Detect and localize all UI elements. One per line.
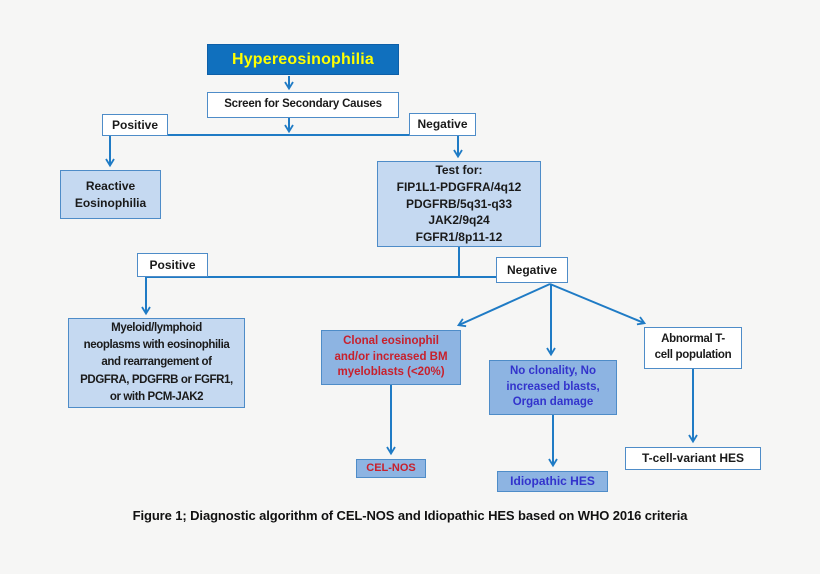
node-line: FIP1L1-PDGFRA/4q12 (396, 179, 522, 194)
node-cel-nos: CEL-NOS (356, 459, 426, 478)
node-test-for: Test for: FIP1L1-PDGFRA/4q12 PDGFRB/5q31… (377, 161, 541, 247)
node-line: or with PCM-JAK2 (109, 390, 204, 403)
node-clonal-eosinophil: Clonal eosinophil and/or increased BM my… (321, 330, 461, 385)
node-label: CEL-NOS (366, 462, 416, 475)
branch-label: Negative (506, 262, 558, 277)
node-reactive-eosinophilia: Reactive Eosinophilia (60, 170, 161, 219)
node-line: myeloblasts (<20%) (337, 366, 445, 379)
node-line: Test for: (435, 163, 483, 177)
node-line: increased blasts, (506, 380, 600, 393)
node-tcell-variant-hes: T-cell-variant HES (625, 447, 761, 470)
node-hypereosinophilia: Hypereosinophilia (207, 44, 399, 75)
branch1-positive-label: Positive (102, 114, 168, 136)
node-label: Idiopathic HES (510, 474, 595, 489)
arrow-negative2-to-abnormal (549, 283, 647, 326)
node-line: Organ damage (512, 396, 594, 409)
node-line: No clonality, No (509, 365, 597, 378)
node-line: Myeloid/lymphoid (111, 321, 202, 334)
node-line: Abnormal T- (661, 333, 725, 346)
branch-label: Negative (417, 117, 468, 132)
branch1-negative-label: Negative (409, 113, 476, 136)
node-line: and rearrangement of (101, 356, 212, 369)
node-abnormal-tcell-population: Abnormal T- cell population (644, 327, 742, 369)
node-label: T-cell-variant HES (641, 451, 745, 466)
node-line: cell population (654, 349, 732, 361)
node-idiopathic-hes: Idiopathic HES (497, 471, 608, 492)
node-line: JAK2/9q24 (428, 213, 490, 228)
node-label: Hypereosinophilia (231, 50, 375, 68)
figure-caption: Figure 1; Diagnostic algorithm of CEL-NO… (132, 508, 688, 523)
node-line: FGFR1/8p11-12 (415, 230, 503, 245)
node-myeloid-lymphoid-neoplasms: Myeloid/lymphoid neoplasms with eosinoph… (68, 318, 245, 408)
branch2-negative-label: Negative (496, 257, 568, 283)
branch-label: Positive (149, 257, 196, 272)
arrow-negative2-to-clonal (456, 283, 551, 328)
branch-label: Positive (111, 117, 159, 132)
node-line: PDGFRB/5q31-q33 (405, 196, 513, 211)
node-line: and/or increased BM (334, 350, 448, 363)
node-line: Eosinophilia (74, 195, 147, 210)
node-label: Screen for Secondary Causes (224, 98, 382, 111)
node-no-clonality: No clonality, No increased blasts, Organ… (489, 360, 617, 415)
node-screen-secondary-causes: Screen for Secondary Causes (207, 92, 399, 118)
node-line: PDGFRA, PDGFRB or FGFR1, (80, 373, 233, 386)
node-line: Clonal eosinophil (343, 335, 439, 348)
node-line: Reactive (85, 179, 136, 194)
branch2-positive-label: Positive (137, 253, 208, 277)
node-line: neoplasms with eosinophilia (83, 339, 230, 352)
